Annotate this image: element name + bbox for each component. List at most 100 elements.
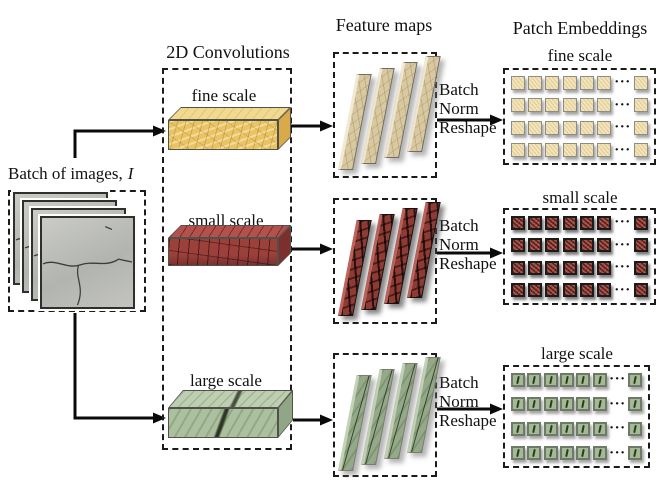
conv-label-fine-scale: fine scale <box>191 86 257 105</box>
patch-fine <box>545 98 560 113</box>
patch-small <box>597 260 612 275</box>
patch-fine <box>511 143 525 158</box>
cuboid-front-face <box>168 238 278 266</box>
patch-fine <box>562 120 577 135</box>
patch-small <box>511 260 525 275</box>
ellipsis-dots: ··· <box>614 214 631 230</box>
conv-label-large-scale: large scale <box>190 371 262 390</box>
patch-crack-mark <box>532 400 537 409</box>
ellipsis-dots: ··· <box>614 236 631 253</box>
patch-fine <box>545 120 560 135</box>
embedding-row-large: ··· <box>511 445 642 461</box>
patch-large <box>592 421 607 436</box>
flow-arrow <box>293 414 333 426</box>
patch-small <box>579 238 594 253</box>
patch-fine <box>545 75 560 90</box>
patch-large <box>527 372 542 387</box>
patch-crack-mark <box>633 375 637 384</box>
patch-large <box>511 421 525 436</box>
patch-large <box>560 372 575 387</box>
patch-crack-mark <box>633 400 637 409</box>
embedding-row-small: ··· <box>511 260 648 275</box>
patch-small <box>633 260 648 275</box>
patch-large <box>511 446 525 461</box>
embed-label-small-scale: small scale <box>542 188 618 207</box>
patch-small <box>562 283 577 298</box>
patch-fine <box>511 75 525 90</box>
patch-fine <box>528 75 543 90</box>
patch-crack-mark <box>597 424 602 433</box>
patch-large <box>527 397 542 412</box>
patch-small <box>562 215 577 230</box>
title-patch-embeddings: Patch Embeddings <box>512 18 648 38</box>
patch-small <box>528 283 543 298</box>
patch-fine <box>579 120 594 135</box>
patch-crack-mark <box>532 375 537 384</box>
patch-small <box>545 215 560 230</box>
ellipsis-dots: ··· <box>609 371 626 387</box>
patch-crack-mark <box>548 424 553 433</box>
patch-large <box>511 372 525 387</box>
patch-large <box>543 397 558 412</box>
patch-embeddings-box-fine: ··· ··· ··· ··· <box>503 68 656 165</box>
title-2d-convolutions: 2D Convolutions <box>166 42 290 62</box>
patch-small <box>528 215 543 230</box>
ellipsis-dots: ··· <box>614 119 631 136</box>
patch-small <box>562 238 577 253</box>
patch-fine <box>562 75 577 90</box>
bn-line-reshape: Reshape <box>439 254 497 273</box>
cuboid-front-face <box>168 408 278 438</box>
patch-fine <box>562 98 577 113</box>
embedding-row-fine: ··· <box>511 120 648 135</box>
patch-small <box>597 283 612 298</box>
bn-line-reshape: Reshape <box>439 118 497 137</box>
bn-line-norm: Norm <box>439 392 479 411</box>
patch-crack-mark <box>565 449 569 458</box>
patch-fine <box>562 143 577 158</box>
patch-large <box>543 421 558 436</box>
patch-fine <box>579 75 594 90</box>
patch-crack-mark <box>532 424 537 433</box>
patch-large <box>560 421 575 436</box>
crack-graphic <box>42 226 133 306</box>
patch-crack-mark <box>516 375 520 384</box>
patch-crack-mark <box>597 449 602 458</box>
flow-arrow <box>290 243 333 255</box>
patch-large <box>527 421 542 436</box>
ellipsis-dots: ··· <box>614 96 631 113</box>
batchnorm-reshape-label-fine: Batch Norm Reshape <box>439 80 511 137</box>
ellipsis-dots: ··· <box>614 74 631 90</box>
patch-fine <box>528 143 543 158</box>
ellipsis-dots: ··· <box>614 141 631 158</box>
patch-fine <box>597 98 612 113</box>
patch-large <box>627 446 642 461</box>
patch-crack-mark <box>581 424 586 433</box>
patch-fine <box>633 143 648 158</box>
patch-crack-mark <box>581 400 586 409</box>
patch-large <box>576 397 591 412</box>
patch-small <box>545 238 560 253</box>
patch-large <box>627 397 642 412</box>
embedding-row-small: ··· <box>511 236 648 253</box>
patch-crack-mark <box>565 400 569 409</box>
bn-line-norm: Norm <box>439 99 479 118</box>
patch-crack-mark <box>548 375 553 384</box>
patch-large <box>627 372 642 387</box>
bn-line-batch: Batch <box>439 80 479 99</box>
patch-small <box>545 283 560 298</box>
batchnorm-reshape-label-small: Batch Norm Reshape <box>439 216 511 273</box>
patch-fine <box>545 143 560 158</box>
embed-label-large-scale: large scale <box>541 344 613 363</box>
patch-small <box>511 238 525 253</box>
cuboid-top-face <box>168 390 293 408</box>
patch-crack-mark <box>565 424 569 433</box>
embedding-row-large: ··· <box>511 421 642 436</box>
flow-arrow <box>73 313 166 424</box>
patch-fine <box>597 120 612 135</box>
patch-small <box>597 238 612 253</box>
patch-small <box>511 215 525 230</box>
ellipsis-dots: ··· <box>609 420 626 437</box>
embed-label-fine-scale: fine scale <box>547 46 613 65</box>
patch-fine <box>528 98 543 113</box>
patch-crack-mark <box>516 400 520 409</box>
